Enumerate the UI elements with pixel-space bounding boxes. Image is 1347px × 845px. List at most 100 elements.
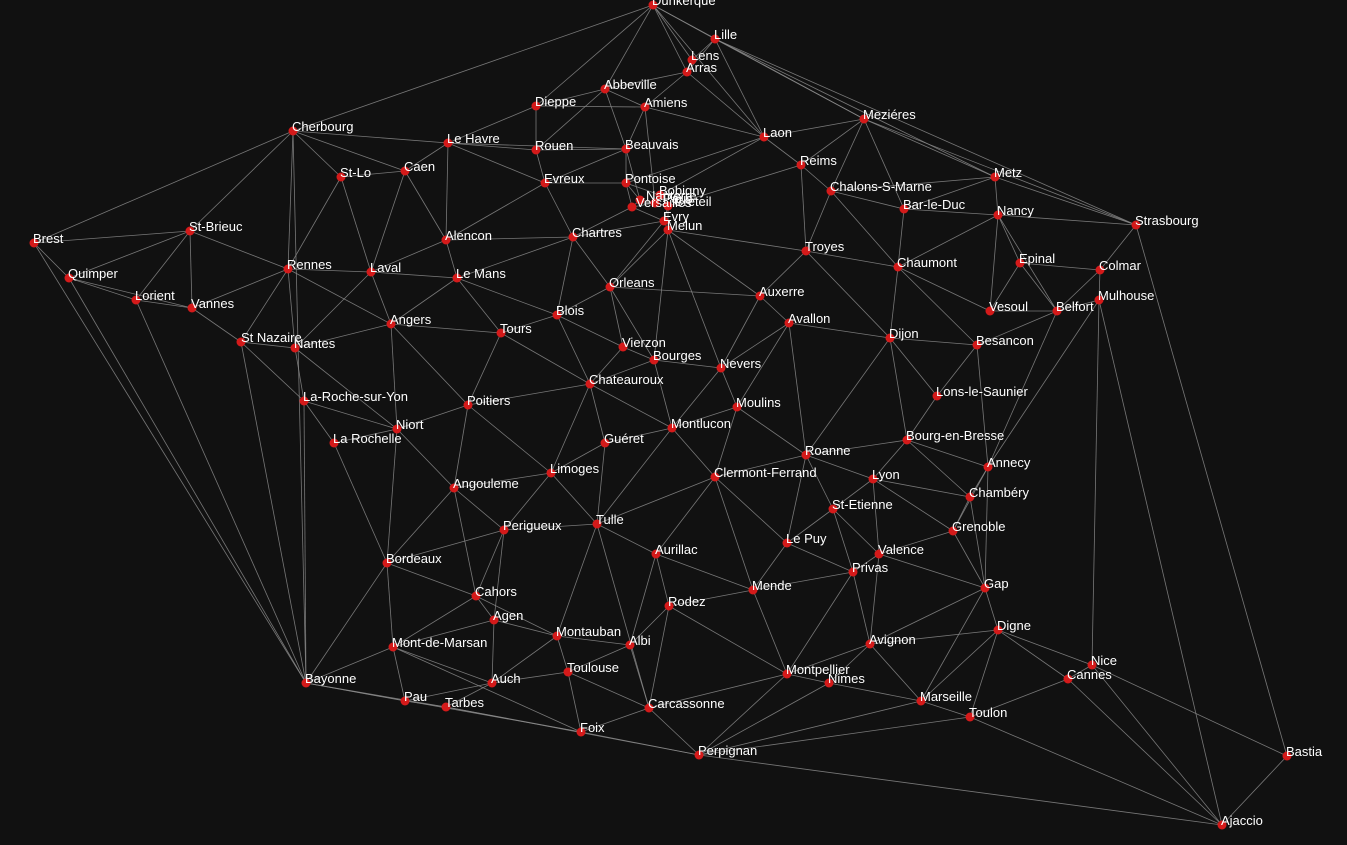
- edge-laon-pontoise: [625, 136, 765, 184]
- label-laon: Laon: [763, 125, 792, 140]
- edge-cahors-mont-de-marsan: [392, 595, 477, 648]
- edge-laon-reims: [763, 136, 802, 166]
- node-gap: [980, 583, 990, 593]
- edge-pontoise-bobigny: [625, 182, 661, 196]
- edge-cherbourg-bayonne: [292, 130, 307, 684]
- edge-cherbourg-caen: [292, 130, 406, 172]
- edge-troyes-dijon: [805, 250, 891, 339]
- edge-cherbourg-brest: [33, 130, 294, 244]
- edge-mont-de-marsan-pau: [392, 646, 406, 702]
- node-montpellier: [782, 669, 792, 679]
- edge-auch-pau: [404, 682, 493, 702]
- edge-st-lo-rennes: [287, 176, 342, 270]
- label-pontoise: Pontoise: [625, 171, 676, 186]
- label-metz: Metz: [994, 165, 1022, 180]
- node-lille: [710, 34, 720, 44]
- edge-clermont-ferrand-aurillac: [655, 476, 716, 555]
- node-auch: [487, 678, 497, 688]
- edge-abbeville-dieppe: [535, 88, 606, 107]
- edge-chaumont-besancon: [897, 266, 978, 346]
- edge-rennes-vannes: [191, 268, 289, 309]
- label-dunkerque: Dunkerque: [652, 0, 716, 8]
- edge-orleans-blois: [556, 286, 611, 316]
- label-evry: Evry: [663, 209, 690, 224]
- edge-blois-vierzon: [556, 314, 624, 348]
- edge-troyes-auxerre: [759, 250, 807, 297]
- edge-lille-strasbourg: [714, 38, 1137, 226]
- edge-evry-orleans: [609, 220, 665, 288]
- label-lille: Lille: [714, 27, 737, 42]
- edge-dijon-besancon: [889, 337, 978, 346]
- edge-montlucon-gueret: [604, 427, 673, 444]
- label-nevers: Nevers: [720, 356, 762, 371]
- edge-moulins-clermont-ferrand: [714, 406, 738, 478]
- edge-auch-tarbes: [445, 682, 493, 708]
- node-paris: [650, 198, 660, 208]
- node-valence: [874, 549, 884, 559]
- node-poitiers: [463, 400, 473, 410]
- node-niort: [392, 424, 402, 434]
- node-perigueux: [499, 525, 509, 535]
- node-toulouse: [563, 667, 573, 677]
- label-evreux: Evreux: [544, 171, 585, 186]
- edge-digne-nice: [997, 629, 1093, 666]
- label-clermont-ferrand: Clermont-Ferrand: [714, 465, 817, 480]
- node-chalons-s-marne: [826, 186, 836, 196]
- node-st-etienne: [828, 504, 838, 514]
- label-rouen: Rouen: [535, 138, 573, 153]
- label-rodez: Rodez: [668, 594, 706, 609]
- edge-caen-alencon: [404, 170, 447, 241]
- edge-gueret-limoges: [550, 442, 606, 474]
- edge-strasbourg-colmar: [1099, 224, 1137, 271]
- edge-besancon-lons-le-saunier: [936, 344, 978, 397]
- edge-toulouse-foix: [567, 671, 582, 733]
- edge-gap-marseille: [920, 587, 986, 702]
- edge-chateauroux-limoges: [550, 383, 591, 474]
- edge-montpellier-carcassonne: [648, 673, 788, 709]
- edge-vierzon-chateauroux: [589, 346, 624, 385]
- edge-la-rochelle-bordeaux: [333, 442, 388, 564]
- label-moulins: Moulins: [736, 395, 781, 410]
- edge-rodez-carcassonne: [648, 605, 670, 709]
- edge-poitiers-limoges: [467, 404, 552, 474]
- node-lons-le-saunier: [932, 391, 942, 401]
- edge-limoges-perigueux: [503, 472, 552, 531]
- edge-agen-mont-de-marsan: [392, 619, 495, 648]
- node-brest: [29, 238, 39, 248]
- edge-dunkerque-arras: [652, 4, 688, 73]
- label-troyes: Troyes: [805, 239, 845, 254]
- edge-le-puy-privas: [786, 542, 854, 573]
- edge-niort-bordeaux: [386, 428, 398, 564]
- edge-bourges-montlucon: [653, 359, 673, 429]
- node-metz: [990, 172, 1000, 182]
- edge-nice-cannes: [1067, 664, 1093, 680]
- node-la-rochelle: [329, 438, 339, 448]
- label-brest: Brest: [33, 231, 64, 246]
- edge-chartres-le-mans: [456, 236, 574, 279]
- node-pau: [400, 696, 410, 706]
- edge-epinal-vesoul: [989, 262, 1021, 312]
- label-amiens: Amiens: [644, 95, 688, 110]
- edge-mezieres-bar-le-duc: [863, 118, 905, 210]
- edge-vannes-st-nazaire: [191, 307, 242, 343]
- edge-melun-nevers: [667, 229, 722, 369]
- edge-angouleme-cahors: [453, 487, 477, 597]
- edge-mulhouse-annecy: [987, 299, 1100, 468]
- edge-nancy-chaumont: [897, 214, 999, 268]
- label-la-rochelle: La Rochelle: [333, 431, 402, 446]
- edge-nancy-belfort: [997, 214, 1058, 312]
- edge-amiens-beauvais: [625, 106, 646, 150]
- edge-carcassonne-foix: [580, 707, 650, 733]
- node-vierzon: [618, 342, 628, 352]
- edge-digne-cannes: [997, 629, 1069, 680]
- edge-st-nazaire-bayonne: [240, 341, 307, 684]
- edge-nimes-perpignan: [698, 682, 830, 756]
- edge-auxerre-orleans: [609, 286, 761, 297]
- label-st-brieuc: St-Brieuc: [189, 219, 243, 234]
- node-cannes: [1063, 674, 1073, 684]
- node-melun: [663, 225, 673, 235]
- edge-cherbourg-rennes: [287, 130, 294, 270]
- node-agen: [489, 615, 499, 625]
- graph-edges: [33, 4, 1288, 826]
- edge-le-mans-blois: [456, 277, 558, 316]
